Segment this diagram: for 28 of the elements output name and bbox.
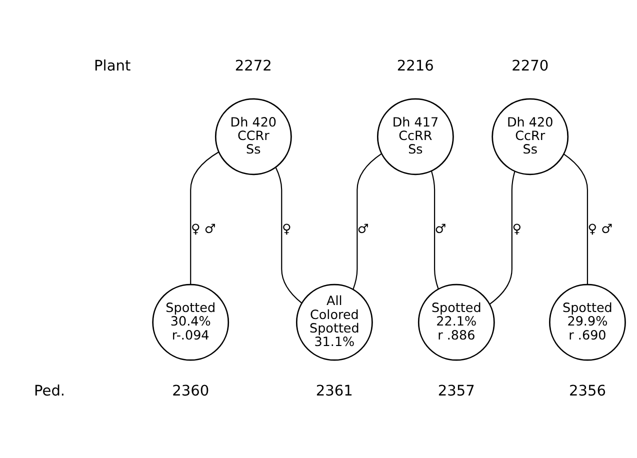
edge-label: ♀: [512, 221, 522, 236]
node-label: 2356: [568, 382, 606, 399]
connector: [275, 166, 302, 303]
node-label: 2361: [316, 382, 353, 399]
edge-label: ♂: [434, 221, 446, 236]
edge-label: ♀ ♂: [190, 221, 216, 236]
connector: [564, 153, 588, 284]
node-label: 2360: [172, 382, 210, 399]
connector: [430, 170, 439, 289]
node-circle: Dh 417 CcRR Ss: [376, 98, 454, 175]
node-circle: Spotted 22.1% r .886: [418, 283, 495, 360]
node-circle: Dh 420 CCRr Ss: [214, 98, 292, 175]
connector: [190, 151, 219, 284]
edge-label: ♂: [357, 221, 369, 236]
connector: [489, 170, 516, 304]
label: Ped.: [34, 382, 66, 399]
node-label: 2216: [396, 56, 434, 74]
node-label: 2272: [234, 56, 272, 74]
edge-label: ♀: [282, 221, 292, 236]
label: Plant: [94, 56, 131, 74]
connector: [352, 152, 382, 290]
node-circle: Dh 420 CcRr Ss: [492, 98, 569, 175]
node-circle: Spotted 30.4% r-.094: [152, 283, 230, 360]
node-circle: Spotted 29.9% r .690: [549, 283, 626, 360]
node-label: 2270: [512, 56, 549, 74]
edge-label: ♀ ♂: [588, 221, 613, 236]
node-label: 2357: [438, 382, 475, 399]
node-circle: All Colored Spotted 31.1%: [296, 283, 373, 360]
